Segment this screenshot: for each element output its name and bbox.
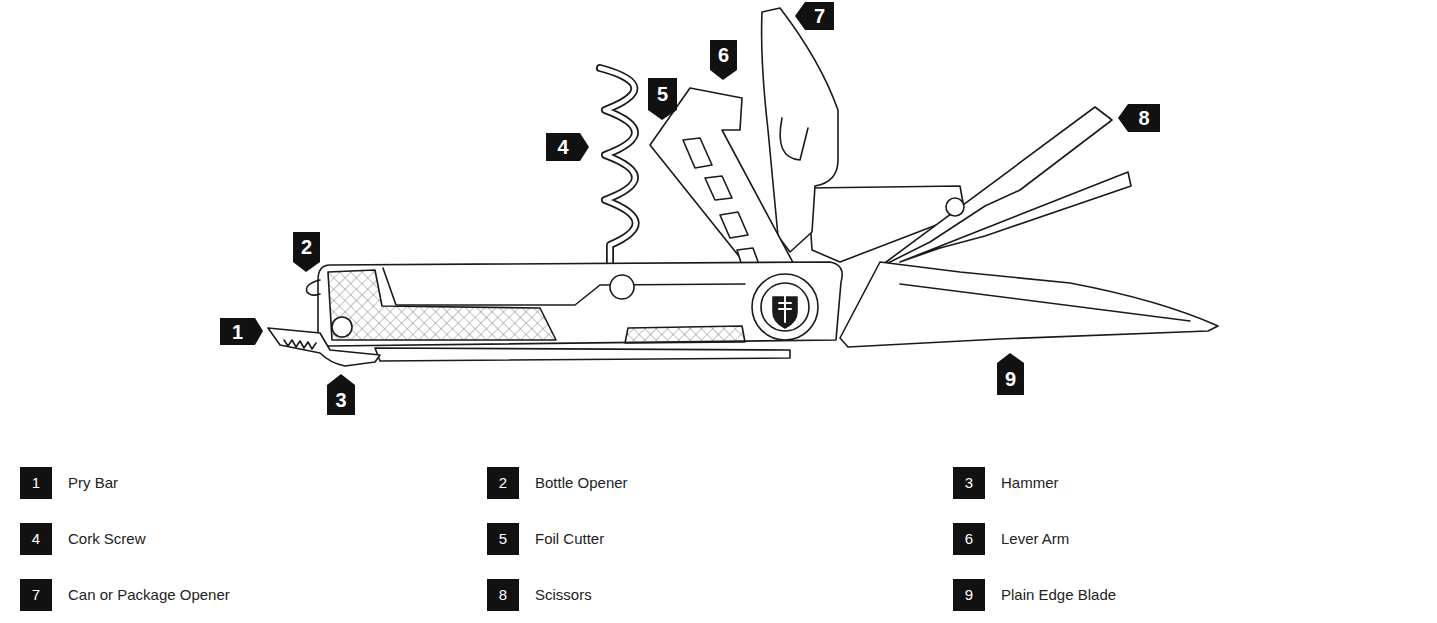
cork-screw-outline — [600, 68, 636, 268]
can-opener-hook — [780, 118, 808, 160]
part-name: Scissors — [535, 585, 592, 605]
scissors-upper-blade — [878, 107, 1112, 268]
multitool — [268, 8, 1218, 366]
number-square — [20, 467, 52, 499]
number-square — [953, 523, 985, 555]
legend-number: 5 — [487, 523, 519, 555]
cork-screw — [600, 68, 636, 268]
callout-number: 8 — [1128, 104, 1160, 132]
number-square — [20, 523, 52, 555]
callout-marks — [20, 2, 1160, 611]
handle-slot — [383, 268, 745, 305]
callout-flag — [648, 78, 677, 120]
part-name: Plain Edge Blade — [1001, 585, 1116, 605]
part-name: Foil Cutter — [535, 529, 604, 549]
callout-number: 2 — [293, 232, 320, 262]
callout-number: 3 — [327, 385, 355, 415]
legend-number: 1 — [20, 467, 52, 499]
lever-arm-hole — [705, 176, 732, 200]
handle — [318, 262, 842, 346]
number-square — [487, 579, 519, 611]
can-opener — [762, 8, 838, 252]
callout-flag — [546, 133, 589, 161]
number-square — [20, 579, 52, 611]
callout-flag — [1118, 104, 1160, 132]
part-name: Cork Screw — [68, 529, 146, 549]
callout-number: 4 — [546, 133, 580, 161]
callout-flag — [997, 353, 1024, 395]
legend-number: 8 — [487, 579, 519, 611]
brand-logo-mark — [779, 290, 791, 322]
legend-number: 9 — [953, 579, 985, 611]
bottle-opener — [307, 280, 320, 295]
callout-number: 9 — [997, 363, 1024, 395]
pivot-outer — [752, 274, 818, 340]
legend-number: 7 — [20, 579, 52, 611]
legend-number: 2 — [487, 467, 519, 499]
callout-number: 7 — [805, 2, 834, 30]
blade-grind-line — [900, 284, 1190, 321]
callout-number: 1 — [220, 318, 255, 345]
callout-number: 5 — [648, 78, 677, 110]
callout-flag — [220, 318, 263, 345]
part-name: Can or Package Opener — [68, 585, 230, 605]
part-name: Hammer — [1001, 473, 1059, 493]
callout-number: 6 — [710, 40, 737, 70]
lever-arm-hole — [683, 138, 712, 168]
pivot-inner — [761, 283, 809, 331]
pry-bar-hammer — [268, 328, 380, 366]
hammer-serrations — [284, 340, 316, 349]
legend-number: 3 — [953, 467, 985, 499]
part-name: Pry Bar — [68, 473, 118, 493]
part-name: Lever Arm — [1001, 529, 1069, 549]
number-square — [487, 523, 519, 555]
number-square — [487, 467, 519, 499]
callout-flag — [293, 232, 320, 272]
handle-grip-texture — [625, 326, 745, 343]
scissors-pivot — [946, 198, 964, 216]
screw-hole — [610, 275, 634, 299]
legend-number: 4 — [20, 523, 52, 555]
callout-flag — [327, 374, 355, 415]
plain-edge-blade — [840, 262, 1218, 347]
legend-number: 6 — [953, 523, 985, 555]
callout-flag — [710, 40, 737, 80]
number-square — [953, 579, 985, 611]
lever-arm-hole — [720, 212, 748, 238]
number-square — [953, 467, 985, 499]
callout-flag — [795, 2, 834, 30]
part-name: Bottle Opener — [535, 473, 628, 493]
lanyard-hole — [332, 317, 352, 337]
bottom-rail — [375, 348, 790, 361]
